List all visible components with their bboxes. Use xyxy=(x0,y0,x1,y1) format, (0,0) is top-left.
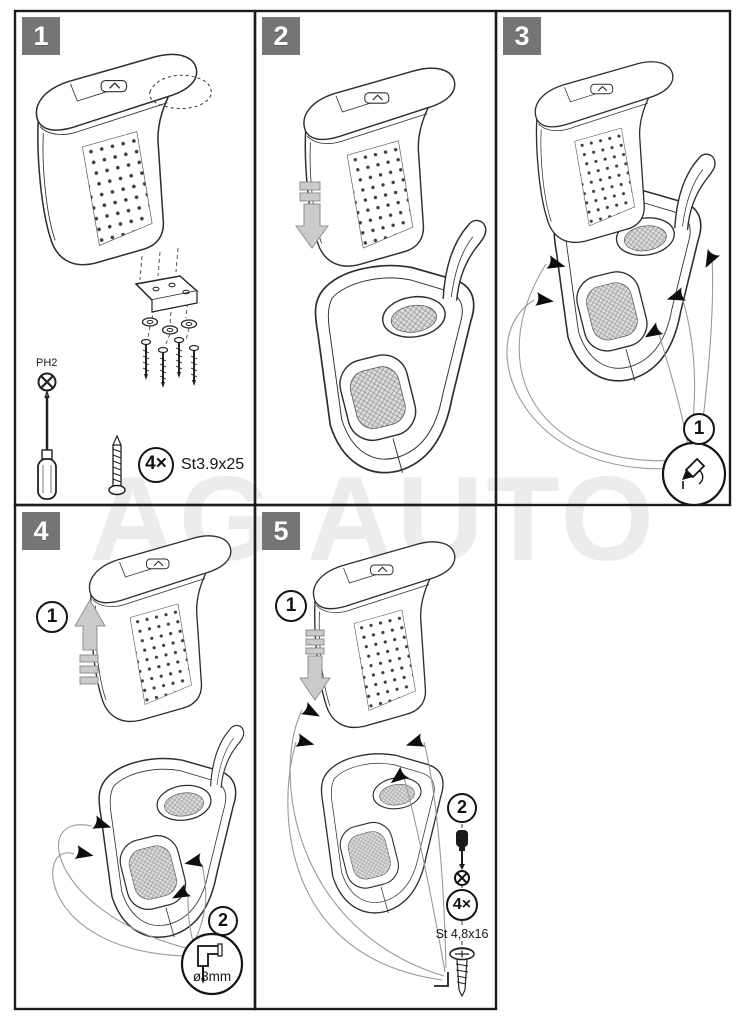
callout-2-circle: 2 xyxy=(447,793,477,823)
panel-1-illustration xyxy=(35,53,212,500)
phillips-head-icon xyxy=(454,870,470,886)
slide-down-arrow-icon xyxy=(299,629,331,701)
armrest-drawing xyxy=(88,535,232,723)
leader-lines xyxy=(506,255,714,470)
panel-4-illustration xyxy=(52,535,245,996)
locator-arrow-icon xyxy=(295,733,317,752)
callout-1-circle: 1 xyxy=(36,601,68,633)
washer-icon xyxy=(141,317,159,327)
leader-lines xyxy=(52,824,207,957)
tray-outline-dashed xyxy=(149,74,212,110)
panel-2-step-badge: 2 xyxy=(262,17,300,55)
tool-circle xyxy=(180,932,244,996)
locator-arrow-icon xyxy=(535,292,555,309)
armrest-drawing xyxy=(35,53,198,266)
slide-down-arrow-icon xyxy=(295,181,329,249)
panel-1-step-badge: 1 xyxy=(22,17,60,55)
phillips-bit-icon xyxy=(37,372,57,392)
leader-lines xyxy=(287,709,447,981)
bit-size-label: PH2 xyxy=(36,357,58,369)
screw-spec-label: St 4,8x16 xyxy=(435,927,489,941)
drill-diameter-label: ø3mm xyxy=(192,969,232,984)
console-drawing xyxy=(320,753,444,914)
callout-1-circle: 1 xyxy=(275,590,307,622)
washer-icon xyxy=(161,325,179,335)
panel-5-illustration xyxy=(287,541,475,998)
screw-icon xyxy=(157,346,169,389)
panel-2-illustration xyxy=(295,67,487,474)
screwdriver-icon xyxy=(37,389,57,500)
slide-up-arrow-icon xyxy=(74,598,106,685)
panel-3-step-badge: 3 xyxy=(503,17,541,55)
callout-1-circle: 1 xyxy=(683,413,715,445)
panel-grid xyxy=(13,9,732,1011)
corner-bracket xyxy=(434,972,449,987)
panel-5-step-badge: 5 xyxy=(262,512,300,550)
locator-arrow-icon xyxy=(300,701,324,723)
screw-icon xyxy=(140,338,152,381)
drill-icon xyxy=(197,943,223,984)
screwdriver-small-icon xyxy=(456,830,468,870)
panel-3-border xyxy=(494,9,732,507)
parts-column xyxy=(449,824,475,998)
screw-st39x25-icon xyxy=(108,434,126,496)
screw-quantity-badge: 4× xyxy=(446,889,478,921)
screw-spec-label: St3.9x25 xyxy=(181,456,245,473)
locator-arrow-icon xyxy=(699,248,721,272)
callout-2-circle: 2 xyxy=(208,906,238,936)
marking-pen-icon xyxy=(682,457,706,489)
mounting-bracket-icon xyxy=(134,275,199,313)
screw-st48x16-icon xyxy=(449,947,475,998)
screw-icon xyxy=(188,344,200,387)
armrest-drawing xyxy=(312,541,456,729)
screw-quantity-badge: 4× xyxy=(138,447,174,483)
locator-arrow-icon xyxy=(403,733,426,753)
armrest-drawing xyxy=(303,67,456,267)
washer-icon xyxy=(180,319,198,329)
locator-arrow-icon xyxy=(74,845,96,863)
panel-5-border xyxy=(253,503,498,1011)
panel-4-step-badge: 4 xyxy=(22,512,60,550)
screw-icon xyxy=(173,336,185,379)
panel-3-illustration xyxy=(506,61,727,507)
